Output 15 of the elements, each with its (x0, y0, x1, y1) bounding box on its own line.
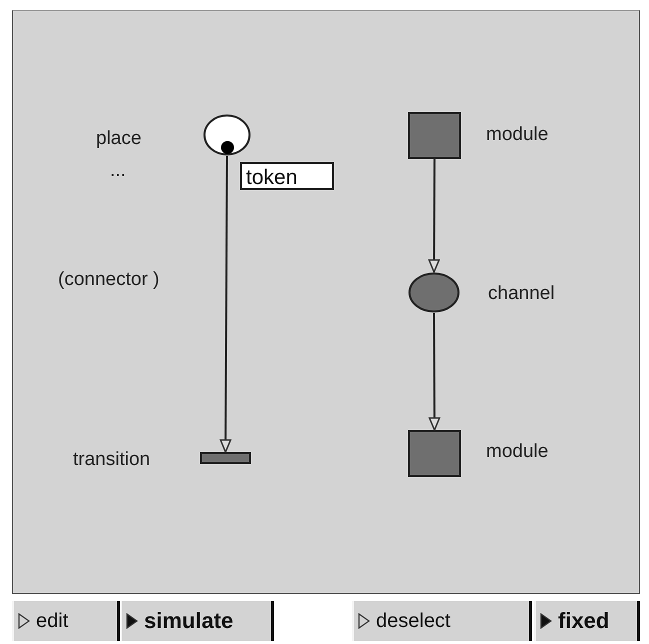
arrow (428, 159, 440, 273)
place-label: place (96, 128, 142, 150)
transition-label: transition (73, 449, 150, 471)
simulate-button: simulate (120, 601, 274, 641)
fixed-button: fixed (534, 601, 640, 641)
edit-button: edit (12, 601, 120, 641)
arrow (428, 313, 440, 431)
connector-label: (connector ) (58, 269, 160, 291)
token-label-box: token (240, 162, 334, 190)
arrow (220, 156, 232, 453)
deselect-button: deselect (352, 601, 532, 641)
channel-label: channel (488, 283, 555, 305)
module-label: module (486, 441, 548, 463)
ellipsis-text: ... (110, 160, 126, 182)
module-label: module (486, 124, 548, 146)
